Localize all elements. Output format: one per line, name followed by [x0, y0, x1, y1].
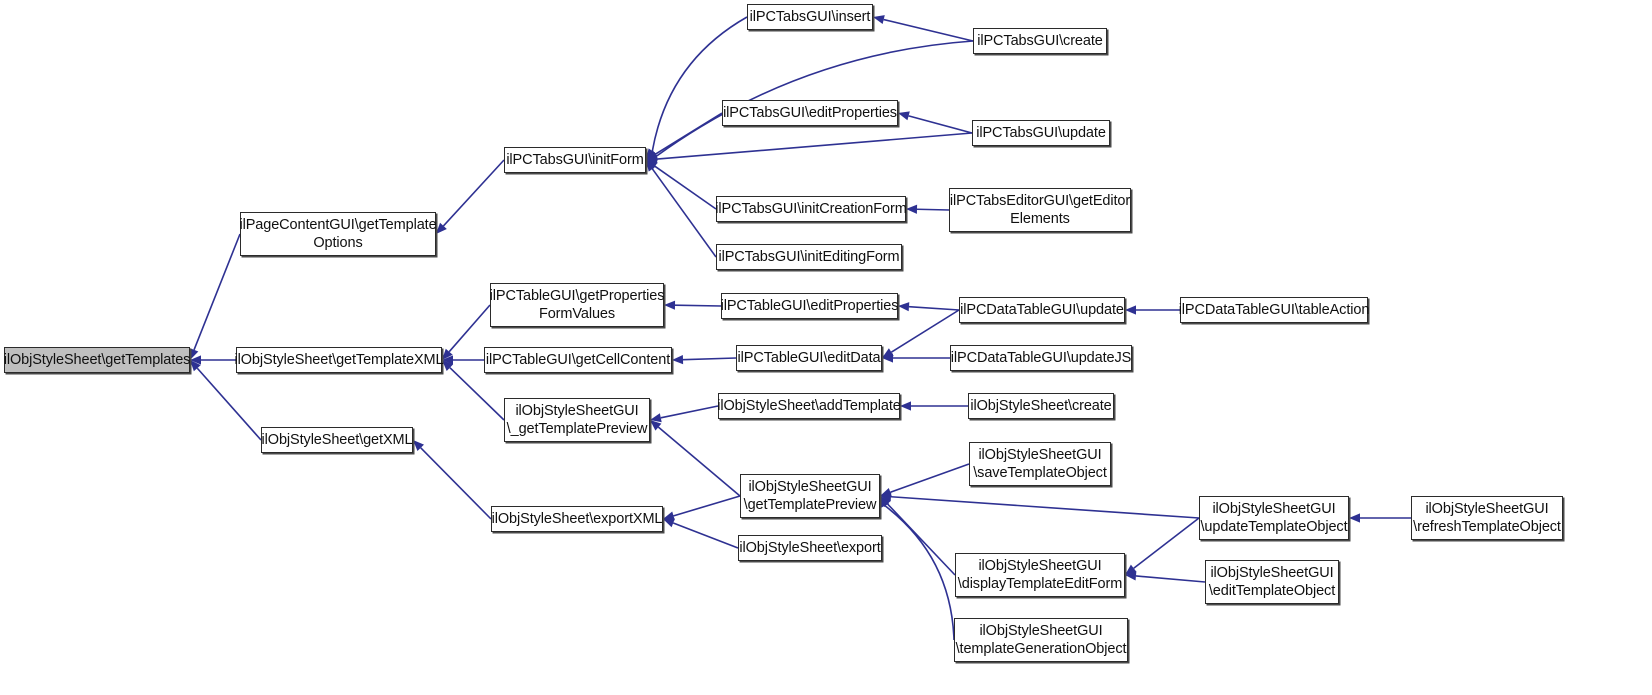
graph-node[interactable]: ilPCDataTableGUI\update [959, 297, 1125, 323]
graph-edge [674, 304, 722, 307]
graph-node[interactable]: ilObjStyleSheet\create [968, 393, 1114, 419]
graph-edge-arrowhead [650, 420, 662, 431]
graph-edge-arrowhead [663, 511, 675, 521]
graph-edge-arrowhead [1125, 564, 1137, 575]
graph-edge-arrowhead [900, 401, 911, 411]
graph-edge-arrowhead [1125, 571, 1137, 581]
graph-edge [420, 447, 492, 520]
graph-edge [651, 16, 748, 152]
graph-edge [449, 367, 505, 421]
graph-edge [886, 503, 956, 576]
graph-edge-arrowhead [650, 413, 662, 423]
graph-edge [682, 357, 737, 361]
graph-edge [654, 112, 723, 155]
graph-edge-arrowhead [882, 353, 893, 363]
graph-edge [660, 405, 719, 419]
graph-edge-arrowhead [646, 150, 658, 160]
graph-edge [196, 367, 262, 441]
graph-edge-arrowhead [646, 154, 658, 164]
graph-node[interactable]: ilObjStyleSheetGUI \_getTemplatePreview [504, 398, 650, 442]
graph-edge-arrowhead [882, 348, 894, 358]
graph-node[interactable]: ilPCTabsGUI\initForm [504, 147, 646, 173]
graph-edge [657, 426, 741, 497]
graph-edge [1135, 575, 1206, 583]
graph-edge-arrowhead [190, 360, 201, 372]
graph-node[interactable]: ilPCTabsGUI\insert [747, 4, 873, 30]
graph-edge [442, 159, 505, 227]
graph-node[interactable]: ilPCDataTableGUI\tableAction [1179, 297, 1369, 323]
graph-edge [672, 522, 739, 549]
graph-edge [890, 495, 1200, 519]
graph-node[interactable]: ilObjStyleSheetGUI \getTemplatePreview [740, 474, 880, 518]
graph-edge [884, 505, 955, 641]
graph-edge [890, 463, 970, 494]
graph-edge [908, 115, 973, 134]
graph-edge [883, 18, 974, 42]
graph-node[interactable]: ilObjStyleSheetGUI \saveTemplateObject [969, 442, 1111, 486]
graph-edge-arrowhead [880, 487, 892, 497]
graph-edge-arrowhead [413, 440, 425, 452]
graph-edge-arrowhead [646, 160, 658, 171]
graph-edge-arrowhead [1349, 513, 1360, 523]
graph-node[interactable]: ilPCTabsGUI\create [973, 28, 1107, 54]
graph-edge [916, 208, 950, 211]
graph-node[interactable]: ilObjStyleSheetGUI \displayTemplateEditF… [955, 553, 1125, 597]
graph-edge [655, 40, 974, 157]
graph-edge-arrowhead [664, 300, 676, 310]
graph-edge-arrowhead [646, 148, 657, 160]
graph-node[interactable]: ilObjStyleSheetGUI \refreshTemplateObjec… [1411, 496, 1563, 540]
graph-node[interactable]: ilPCTableGUI\getCellContent [484, 347, 672, 373]
graph-edge-arrowhead [646, 160, 657, 172]
graph-node[interactable]: ilObjStyleSheetGUI \templateGenerationOb… [954, 618, 1128, 662]
graph-edge-arrowhead [880, 492, 892, 502]
graph-edge-arrowhead [436, 222, 447, 234]
graph-edge [908, 305, 960, 311]
graph-node[interactable]: ilObjStyleSheet\addTemplate [717, 393, 901, 419]
graph-edge-arrowhead [189, 348, 199, 360]
graph-edge-arrowhead [880, 496, 890, 508]
graph-edge [654, 165, 717, 210]
graph-node[interactable]: ilObjStyleSheetGUI \editTemplateObject [1205, 560, 1339, 604]
graph-node[interactable]: ilPCTableGUI\editProperties [721, 293, 899, 319]
graph-node[interactable]: ilPCDataTableGUI\updateJS [950, 345, 1132, 371]
graph-edge [656, 132, 973, 160]
graph-edge-arrowhead [672, 355, 684, 365]
graph-node[interactable]: ilPCTabsGUI\update [972, 120, 1110, 146]
graph-edge-arrowhead [898, 302, 910, 312]
graph-node[interactable]: ilObjStyleSheet\export [738, 535, 882, 561]
graph-edge [448, 304, 491, 353]
graph-node[interactable]: ilPCTabsGUI\initEditingForm [716, 244, 902, 270]
graph-edge-arrowhead [898, 111, 910, 121]
graph-edge-arrowhead [663, 518, 675, 528]
graph-node[interactable]: ilObjStyleSheet\getTemplates [4, 347, 190, 373]
graph-edge-arrowhead [873, 15, 885, 25]
graph-node[interactable]: ilPCTableGUI\getProperties FormValues [490, 283, 664, 327]
graph-edge-arrowhead [1125, 305, 1136, 315]
graph-edge [193, 233, 241, 351]
graph-edge [1133, 517, 1200, 569]
graph-edge-arrowhead [906, 204, 918, 214]
graph-node[interactable]: ilObjStyleSheet\getXML [261, 427, 413, 453]
graph-edge [651, 168, 717, 258]
graph-edge [890, 309, 960, 353]
graph-node[interactable]: ilObjStyleSheet\exportXML [491, 506, 663, 532]
graph-node[interactable]: ilObjStyleSheetGUI \updateTemplateObject [1199, 496, 1349, 540]
graph-node[interactable]: ilPCTabsGUI\initCreationForm [715, 196, 907, 222]
graph-edge-arrowhead [880, 496, 891, 508]
graph-node[interactable]: ilPCTableGUI\editData [736, 345, 882, 371]
graph-node[interactable]: ilPCTabsGUI\editProperties [722, 100, 898, 126]
graph-edge-arrowhead [190, 355, 201, 365]
graph-edge [673, 495, 741, 517]
graph-node[interactable]: ilPCTabsEditorGUI\getEditor Elements [949, 188, 1131, 232]
graph-edge-arrowhead [646, 151, 658, 161]
graph-node[interactable]: ilObjStyleSheet\getTemplateXML [235, 347, 444, 373]
graph-node[interactable]: ilPageContentGUI\getTemplate Options [239, 212, 437, 256]
